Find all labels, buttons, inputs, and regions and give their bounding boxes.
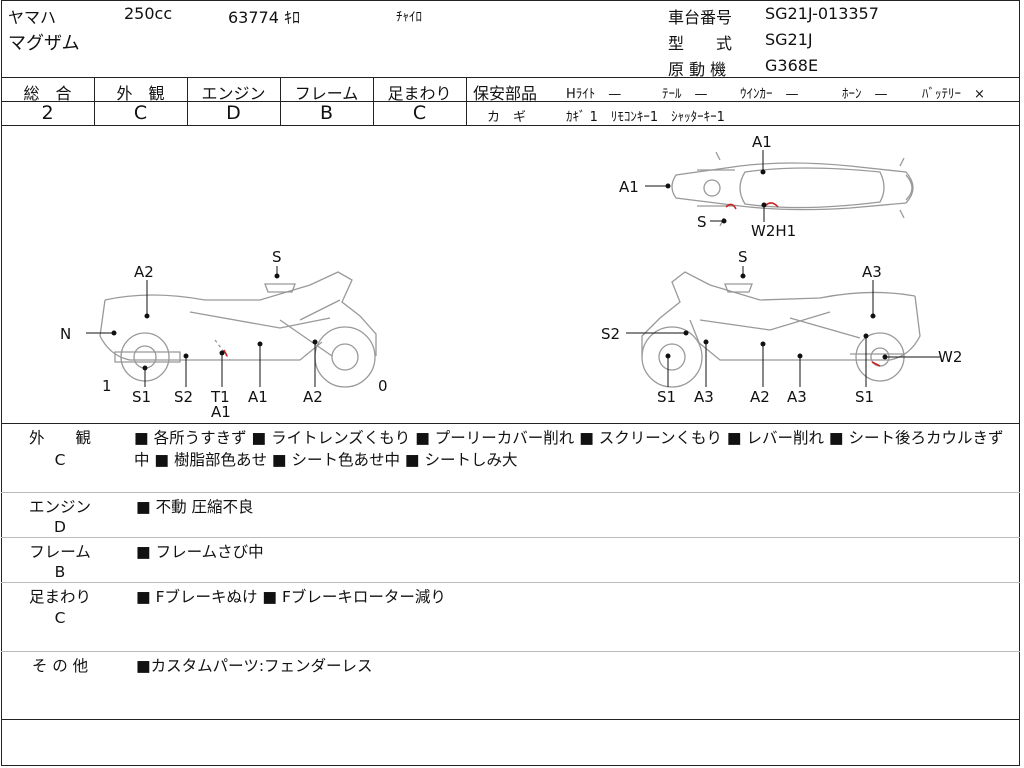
divider [1, 77, 1020, 78]
note-label-engine: エンジン [28, 498, 91, 516]
left-view-sketch [99, 271, 377, 388]
damage-label-right-s1: S1 [657, 388, 677, 406]
damage-label-right-a3: A3 [862, 263, 882, 281]
divider [280, 77, 281, 125]
safety-item-tail: ﾃｰﾙ — [662, 87, 708, 102]
damage-label-left-s2: S2 [174, 388, 194, 406]
divider [1, 125, 1020, 126]
grade-label-suspension: 足まわり [387, 84, 452, 103]
damage-diagram [86, 150, 940, 388]
divider [1, 582, 1020, 583]
damage-label-left-a2: A2 [303, 388, 323, 406]
divider [1, 423, 1020, 424]
note-text-other: ■カスタムパーツ:フェンダーレス [136, 657, 373, 675]
safety-item-battery: ﾊﾞｯﾃﾘｰ × [922, 87, 985, 102]
keys-label: カ ギ [487, 110, 527, 125]
damage-mark [725, 202, 779, 210]
grade-label-exterior: 外 観 [116, 84, 165, 103]
divider [373, 77, 374, 125]
note-text-exterior: ■ 各所うすきず ■ ライトレンズくもり ■ プーリーカバー削れ ■ スクリーン… [134, 429, 1004, 469]
displacement: 250cc [124, 4, 173, 23]
grade-label-engine: エンジン [201, 84, 266, 103]
safety-item-horn: ﾎｰﾝ — [842, 87, 888, 102]
type-label: 型 式 [668, 34, 733, 53]
damage-label-right-a2: A2 [750, 388, 770, 406]
type-value: SG21J [765, 30, 813, 49]
safety-parts-label: 保安部品 [473, 84, 538, 103]
frame-no: SG21J-013357 [765, 4, 879, 23]
damage-label-left-s1: S1 [132, 388, 152, 406]
note-text-suspension: ■ Fブレーキぬけ ■ Fブレーキローター減り [136, 588, 446, 606]
frame-no-label: 車台番号 [668, 8, 733, 27]
damage-mark [223, 349, 228, 357]
engine-value: G368E [765, 56, 819, 75]
damage-label-left-a2: A2 [134, 263, 154, 281]
grade-value-frame: B [319, 102, 334, 124]
divider [1, 537, 1020, 538]
damage-mark [871, 361, 881, 367]
damage-label-left-a1: A1 [248, 388, 268, 406]
damage-label-left-n: N [60, 325, 72, 343]
damage-label-right-w2: W2 [938, 348, 963, 366]
damage-label-right-a3: A3 [787, 388, 807, 406]
note-grade-suspension: C [54, 609, 66, 627]
note-text-frame: ■ フレームさび中 [136, 543, 264, 561]
note-grade-engine: D [54, 518, 66, 536]
damage-label-top-s: S [697, 213, 707, 231]
engine-label: 原 動 機 [668, 60, 727, 79]
note-label-other: そ の 他 [31, 657, 89, 675]
mileage: 63774 ｷﾛ [228, 8, 300, 27]
model-name: マグザム [8, 33, 80, 54]
note-grade-frame: B [54, 563, 66, 581]
divider [187, 77, 188, 125]
note-grade-exterior: C [54, 451, 66, 469]
damage-label-left-0: 0 [378, 377, 388, 395]
damage-label-top-a1: A1 [619, 178, 639, 196]
grade-value-engine: D [226, 102, 241, 124]
divider [1, 651, 1020, 652]
damage-label-top-w2h1: W2H1 [751, 222, 797, 240]
damage-label-left-a1: A1 [211, 403, 231, 421]
damage-label-left-s: S [272, 248, 282, 266]
safety-item-headlight: Hﾗｲﾄ — [566, 87, 622, 102]
note-label-frame: フレーム [29, 543, 91, 561]
damage-label-right-s: S [738, 248, 748, 266]
damage-label-right-s1: S1 [855, 388, 875, 406]
color: ﾁｬｲﾛ [396, 10, 422, 25]
damage-label-left-1: 1 [102, 377, 112, 395]
grade-label-frame: フレーム [294, 84, 359, 103]
damage-label-right-a3: A3 [694, 388, 714, 406]
grade-label-overall: 総 合 [23, 84, 72, 103]
note-label-suspension: 足まわり [28, 588, 91, 606]
grade-value-exterior: C [133, 102, 148, 124]
divider [94, 77, 95, 125]
divider [1, 492, 1020, 493]
maker: ヤマハ [8, 8, 57, 27]
top-view-sketch [671, 151, 914, 227]
divider [1, 719, 1020, 720]
grade-value-suspension: C [412, 102, 427, 124]
damage-label-right-s2: S2 [601, 325, 621, 343]
note-text-engine: ■ 不動 圧縮不良 [136, 498, 254, 516]
damage-label-top-a1: A1 [752, 133, 772, 151]
damage-label-left-t1: T1 [211, 388, 230, 406]
note-label-exterior: 外 観 [28, 429, 91, 447]
grade-value-overall: 2 [41, 102, 54, 124]
right-view-sketch [641, 271, 921, 388]
divider [466, 77, 467, 125]
divider [467, 101, 1020, 102]
divider [1, 101, 467, 102]
label-pointers [86, 150, 940, 387]
keys-value: ｶｷﾞ 1 ﾘﾓｺﾝｷｰ1 ｼｬｯﾀｰｷｰ1 [566, 110, 725, 125]
safety-item-winker: ｳｲﾝｶｰ — [740, 87, 799, 102]
